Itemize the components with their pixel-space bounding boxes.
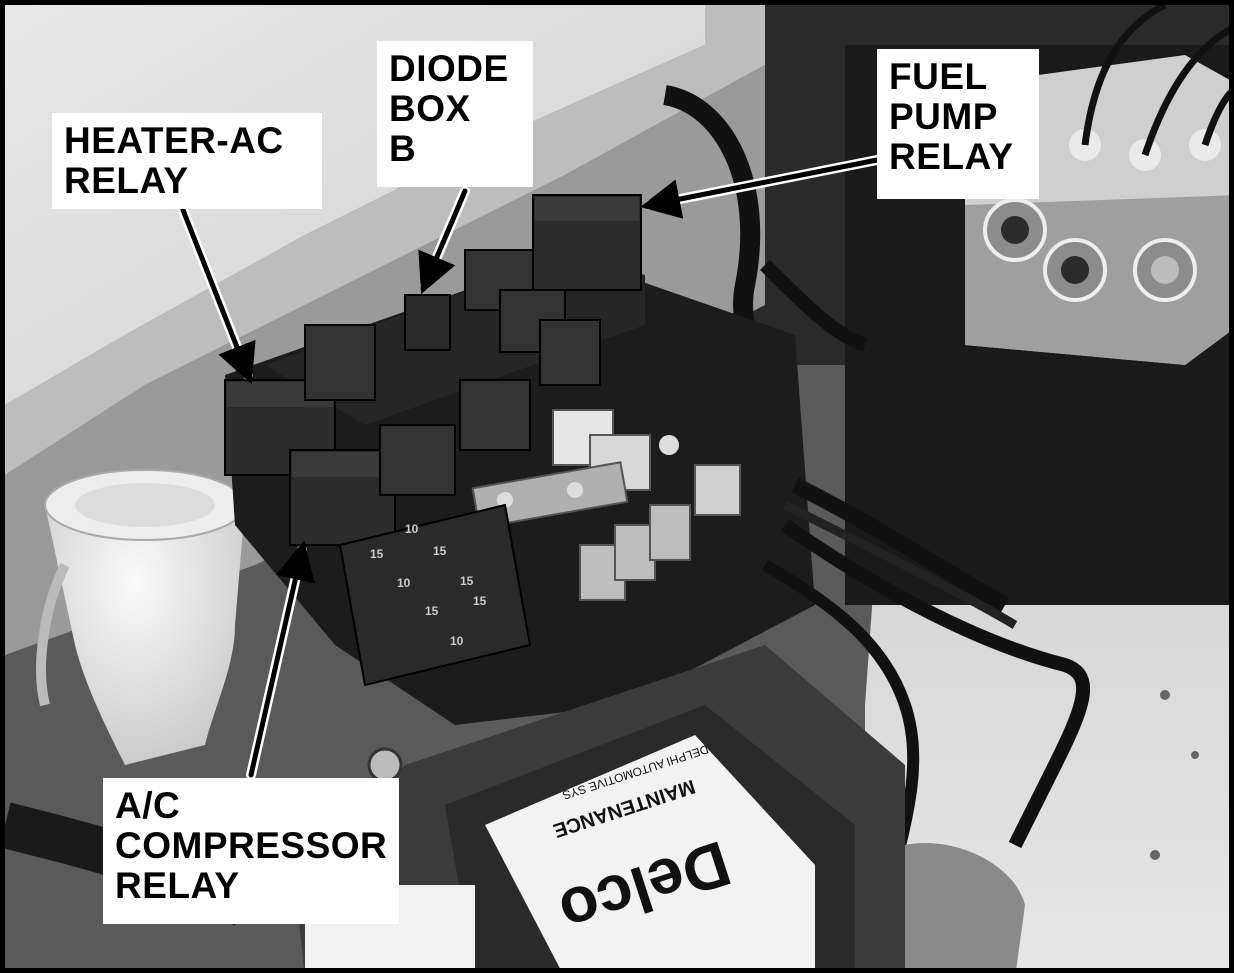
callout-line: RELAY: [889, 136, 1014, 177]
fuse-label: 10: [397, 576, 411, 590]
callout-line: A/C: [115, 785, 181, 826]
callout-line: DIODE: [389, 48, 509, 89]
callout-line: BOX: [389, 88, 471, 129]
callout-line: B: [389, 128, 417, 169]
callout-line: HEATER-AC: [64, 120, 284, 161]
callout-line: PUMP: [889, 96, 998, 137]
battery-label: [485, 735, 815, 968]
callout-line: COMPRESSOR: [115, 825, 388, 866]
fuse-label: 10: [405, 522, 419, 536]
diode-box: [404, 294, 451, 351]
fuse-label: 15: [460, 574, 474, 588]
callout-diode-box-b: DIODE BOX B: [377, 41, 533, 187]
fuse-label: 15: [425, 604, 439, 618]
fuse-label: 10: [450, 634, 464, 648]
callout-line: RELAY: [64, 160, 189, 201]
fuse-label: 15: [433, 544, 447, 558]
callout-line: RELAY: [115, 865, 240, 906]
fuse-label: 15: [473, 594, 487, 608]
callout-line: FUEL: [889, 56, 988, 97]
callout-ac-compressor-relay: A/C COMPRESSOR RELAY: [103, 778, 399, 924]
callout-fuel-pump-relay: FUEL PUMP RELAY: [877, 49, 1039, 199]
fuse-label: 15: [370, 547, 384, 561]
washer-reservoir: [45, 482, 245, 765]
callout-heater-ac-relay: HEATER-AC RELAY: [52, 113, 322, 209]
mini-fuse-block: [338, 503, 532, 687]
